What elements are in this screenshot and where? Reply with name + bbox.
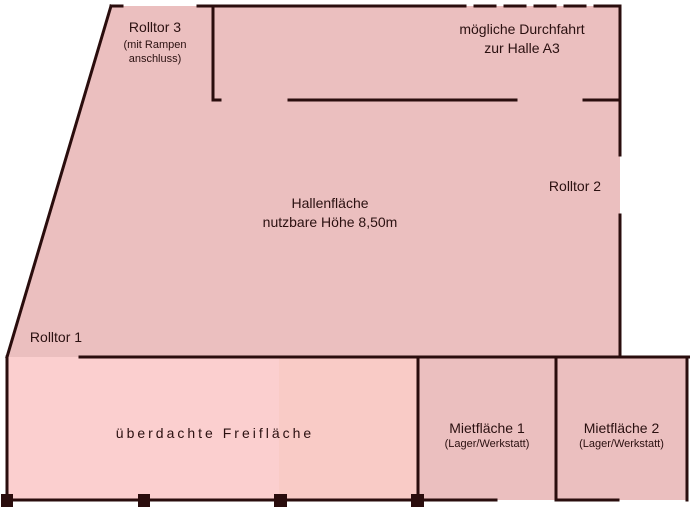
rental-1-note: (Lager/Werkstatt) xyxy=(444,438,530,450)
rental-area-1 xyxy=(418,357,556,500)
rental-1-title: Mietfläche 1 xyxy=(449,420,525,436)
rolltor-3-title: Rolltor 3 xyxy=(128,19,182,35)
hall-height-note: nutzbare Höhe 8,50m xyxy=(262,214,398,230)
rolltor-1-label: Rolltor 1 xyxy=(29,329,83,345)
column-2 xyxy=(138,494,150,507)
hall-title: Hallenfläche xyxy=(291,195,369,211)
column-1 xyxy=(1,494,13,507)
passage-line-2: zur Halle A3 xyxy=(484,40,560,56)
rental-area-2 xyxy=(556,357,687,500)
rental-2-note: (Lager/Werkstatt) xyxy=(579,438,664,450)
rolltor-3-note-2: anschluss) xyxy=(128,53,182,65)
column-4 xyxy=(411,494,424,507)
covered-area-label: überdachte Freifläche xyxy=(115,425,315,441)
rental-2-title: Mietfläche 2 xyxy=(583,420,660,436)
column-3 xyxy=(274,494,287,507)
rolltor-3-note-1: (mit Rampen xyxy=(123,39,187,51)
hall-area xyxy=(7,6,620,357)
left-sloped-wall xyxy=(5,4,113,359)
covered-area-left xyxy=(7,357,279,500)
passage-line-1: mögliche Durchfahrt xyxy=(459,21,585,37)
rolltor-2-label: Rolltor 2 xyxy=(548,178,602,194)
covered-area-right xyxy=(279,357,418,500)
